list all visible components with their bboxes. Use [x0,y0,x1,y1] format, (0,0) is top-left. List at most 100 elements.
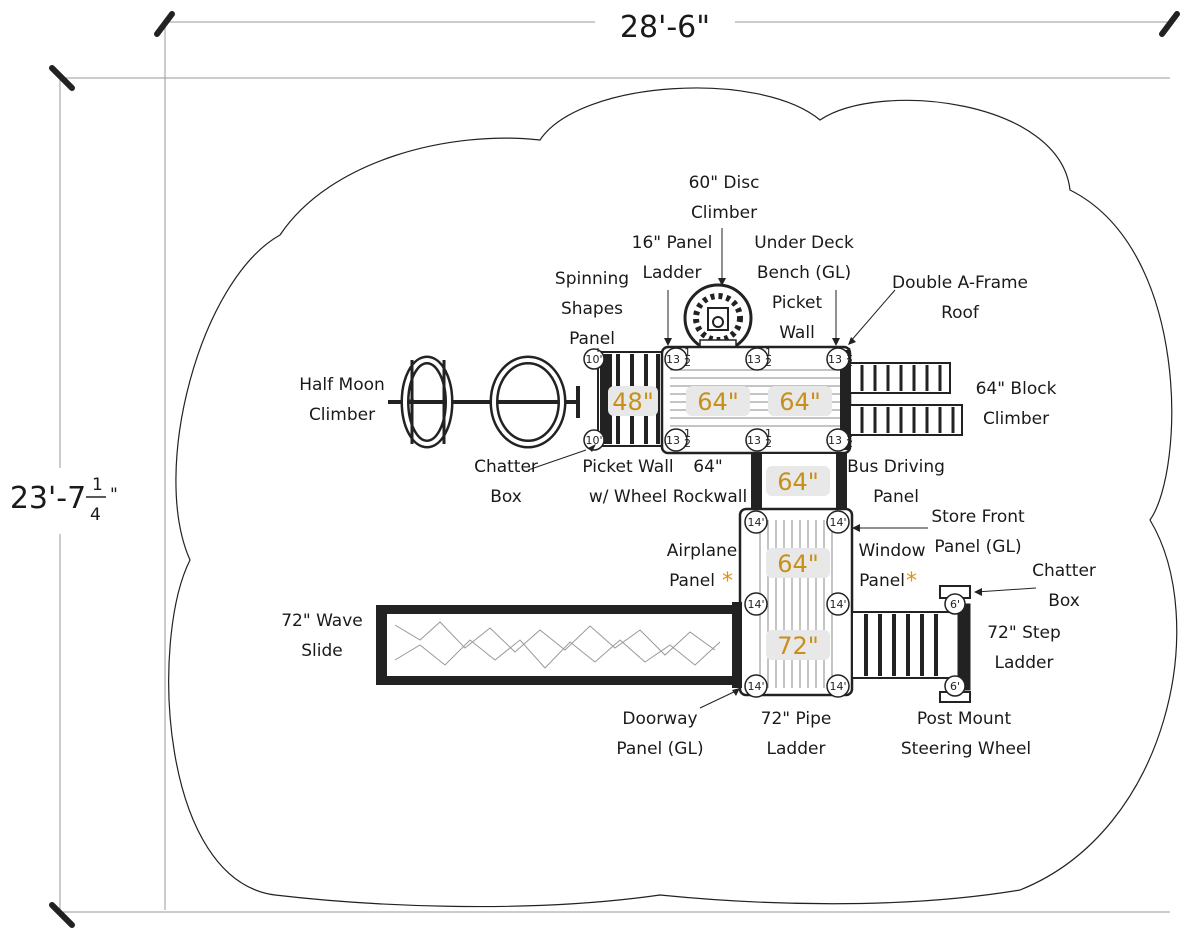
svg-text:14': 14' [829,516,846,529]
post-6-top [944,593,966,615]
svg-text:14': 14' [747,516,764,529]
label-store-2: Panel (GL) [934,537,1021,557]
label-chatter-left-1: Chatter [474,457,538,477]
label-spinning-3: Panel [569,329,615,349]
label-chatter-left-2: Box [490,487,522,507]
post-14-a [744,510,768,534]
label-rockwall-2: Rockwall [673,487,747,507]
svg-text:14': 14' [829,680,846,693]
svg-text:2: 2 [765,356,772,369]
label-picket-wheel-2: w/ Wheel [589,487,667,507]
label-wave-2: Slide [301,641,343,661]
height-label-bg [0,468,130,534]
deck-height-64-b: 64" [779,388,821,416]
label-steering-2: Steering Wheel [901,739,1031,759]
label-panel-ladder-2: Ladder [643,263,702,283]
label-rockwall-1: 64" [693,457,722,477]
label-airplane-1: Airplane [667,541,738,561]
label-under-deck-2: Bench (GL) [757,263,851,283]
label-half-moon-2: Climber [309,405,375,425]
post-10-bottom [583,429,605,451]
window-asterisk: * [906,569,917,594]
post-13-d [664,428,688,452]
post-13-f [826,428,850,452]
label-disc-climber-1: 60" Disc [689,173,760,193]
label-panel-ladder-1: 16" Panel [632,233,713,253]
safety-zone-outline [168,87,1178,908]
width-dimension: 28'-6" [620,10,710,45]
label-roof-1: Double A-Frame [892,273,1028,293]
deck-height-72: 72" [777,632,819,660]
label-window-1: Window [858,541,925,561]
svg-text:2: 2 [846,437,853,450]
label-spinning-2: Shapes [561,299,623,319]
post-6-bottom [944,675,966,697]
label-bus-1: Bus Driving [847,457,945,477]
post-labels: 10' 10' 13 1 2 13 1 2 13 1 2 13 1 2 13 1… [585,346,960,693]
svg-text:2: 2 [684,437,691,450]
deck-height-48: 48" [612,388,654,416]
post-14-c [744,592,768,616]
label-roof-2: Roof [941,303,980,323]
post-14-e [744,674,768,698]
label-block-1: 64" Block [976,379,1057,399]
component-labels: 60" Disc Climber 16" Panel Ladder Under … [281,173,1096,759]
svg-text:1: 1 [765,427,772,440]
svg-text:1: 1 [765,346,772,359]
svg-text:13: 13 [747,434,761,447]
label-wave-1: 72" Wave [281,611,363,631]
svg-text:10': 10' [585,434,602,447]
deck-height-labels: 48" 64" 64" 64" 64" 72" [608,386,832,660]
height-dimension-numerator: 1 [92,475,103,495]
label-step-1: 72" Step [987,623,1061,643]
post-14-f [826,674,850,698]
svg-text:1: 1 [846,346,853,359]
svg-text:1: 1 [684,427,691,440]
label-steering-1: Post Mount [917,709,1012,729]
svg-text:13: 13 [666,434,680,447]
label-picket-1: Picket [772,293,823,313]
label-doorway-1: Doorway [622,709,697,729]
step-ladder [851,603,971,691]
svg-text:14': 14' [829,598,846,611]
airplane-asterisk: * [722,569,733,594]
svg-text:13: 13 [828,434,842,447]
deck-height-64-d: 64" [777,550,819,578]
label-disc-climber-2: Climber [691,203,757,223]
deck-height-64-c: 64" [777,468,819,496]
post-13-e [745,428,769,452]
post-13-c [826,347,850,371]
label-picket-wheel-1: Picket Wall [582,457,673,477]
label-picket-2: Wall [779,323,815,343]
svg-text:1: 1 [684,346,691,359]
label-half-moon-1: Half Moon [299,375,385,395]
svg-text:14': 14' [747,598,764,611]
height-dimension-unit: " [110,485,118,505]
label-step-2: Ladder [995,653,1054,673]
posts [583,347,966,698]
svg-text:10': 10' [585,353,602,366]
label-pipe-2: Ladder [767,739,826,759]
post-14-d [826,592,850,616]
height-dimension-whole: 23'-7 [10,481,86,516]
width-label-bg [595,5,735,43]
post-10-top [583,348,605,370]
label-pipe-1: 72" Pipe [761,709,832,729]
svg-text:2: 2 [684,356,691,369]
svg-text:6': 6' [950,680,960,693]
label-under-deck-1: Under Deck [754,233,854,253]
label-chatter-right-2: Box [1048,591,1080,611]
label-chatter-right-1: Chatter [1032,561,1096,581]
svg-text:14': 14' [747,680,764,693]
svg-text:1: 1 [846,427,853,440]
wave-slide [376,602,742,688]
post-13-a [664,347,688,371]
label-airplane-2: Panel [669,571,715,591]
label-bus-2: Panel [873,487,919,507]
dimension-ticks [49,11,1180,928]
leader-arrows [588,278,982,696]
svg-text:13: 13 [666,353,680,366]
svg-text:6': 6' [950,598,960,611]
